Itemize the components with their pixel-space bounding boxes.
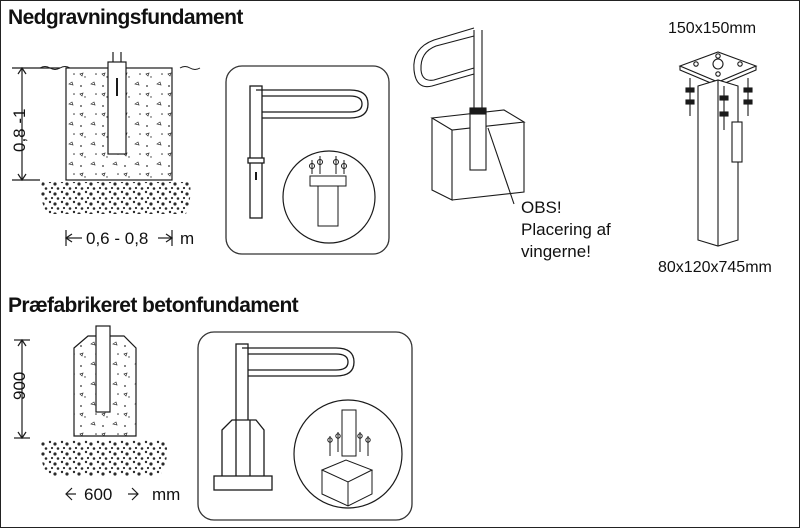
note-line-1: OBS! [521,198,562,217]
width-unit: m [180,229,195,248]
width-label: 0,6 - 0,8 [86,229,149,248]
section1-title: Nedgravningsfundament [8,6,243,29]
width-dimension [64,230,174,246]
precast-post [95,325,111,413]
post-with-plate [678,51,758,247]
foundation-box-isometric [413,27,526,205]
height-label: 900 [10,371,29,400]
width-dimension-2 [65,487,139,501]
placement-note: OBS! Placering af vingerne! [521,197,611,263]
bolt-detail-2 [320,409,374,507]
grab-bar-drawing-2 [213,343,355,491]
gravel-bed [40,182,191,214]
gravel-bed-2 [40,440,168,476]
width-label-2: 600 [84,485,113,504]
post-dimension: 80x120x745mm [658,259,772,276]
grab-bar-drawing-1 [247,85,369,219]
note-line-2: Placering af [521,220,611,239]
height-dimension [14,338,30,440]
note-line-3: vingerne! [521,242,591,261]
section2-title: Præfabrikeret betonfundament [8,294,299,317]
ground-line [39,66,201,70]
depth-dimension [12,66,60,182]
plate-dimension: 150x150mm [668,20,757,37]
depth-label: 0,8 -1 [10,108,29,152]
bolt-detail-1 [309,156,347,227]
width-unit-2: mm [152,485,181,504]
buried-post [107,61,127,155]
